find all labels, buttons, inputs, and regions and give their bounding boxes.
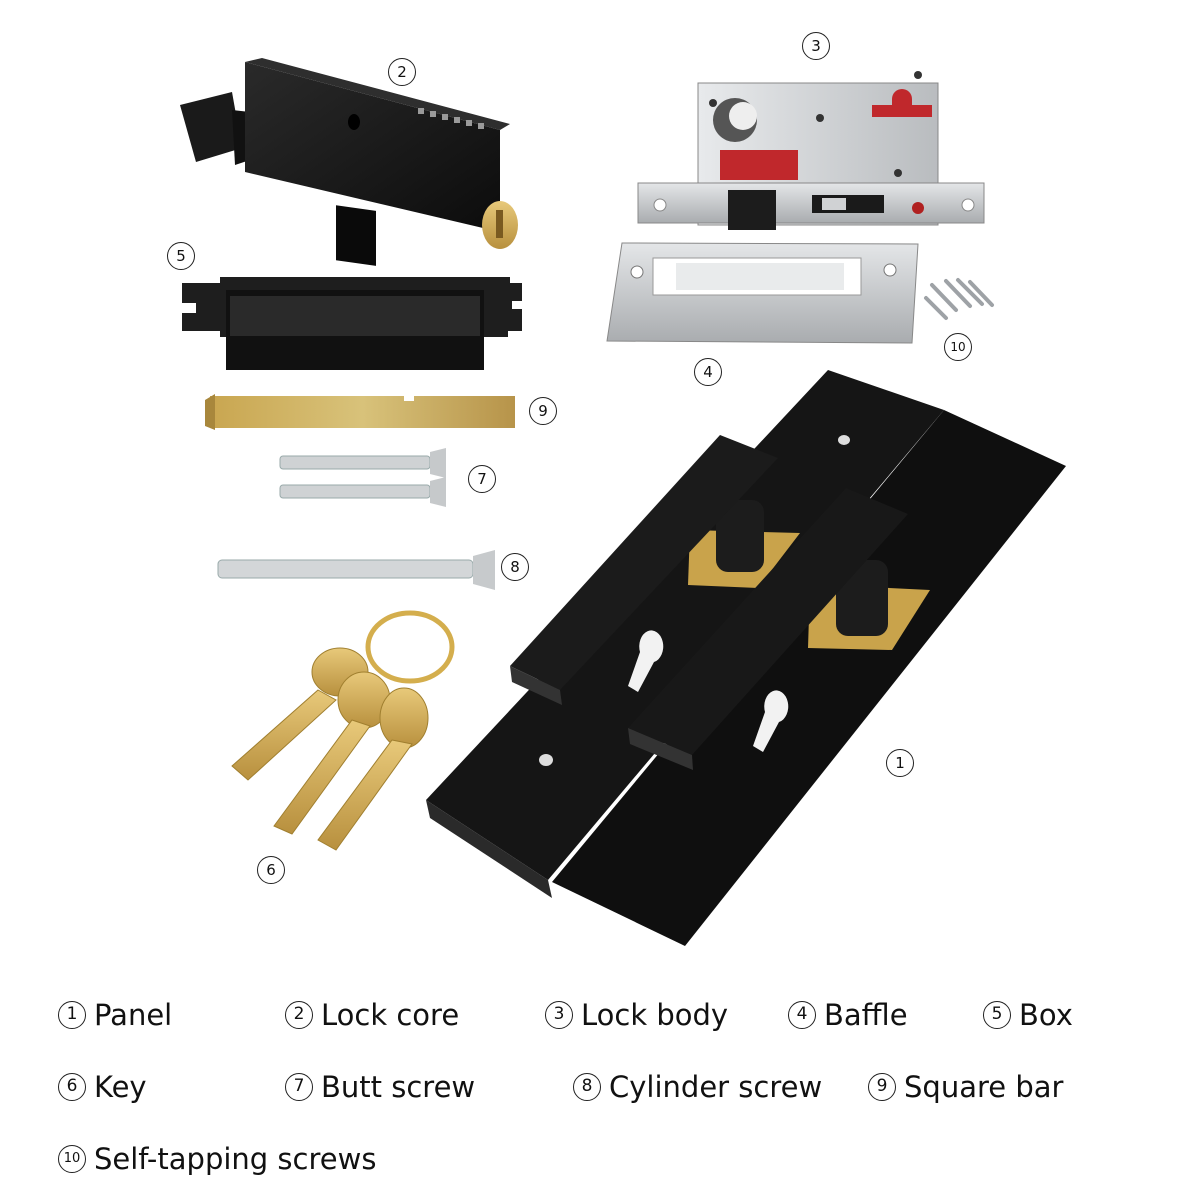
legend-label: Square bar — [904, 1070, 1064, 1104]
legend-item-panel: 1 Panel — [58, 998, 172, 1032]
callout-key: 6 — [257, 856, 285, 884]
legend-item-butt-screw: 7 Butt screw — [285, 1070, 475, 1104]
legend-label: Panel — [94, 998, 173, 1032]
keys — [231, 610, 455, 851]
legend-label: Baffle — [824, 998, 908, 1032]
legend-label: Self-tapping screws — [94, 1142, 377, 1176]
legend-number: 2 — [285, 1001, 313, 1029]
callout-lock-core: 2 — [388, 58, 416, 86]
callout-self-tapping-screws: 10 — [944, 333, 972, 361]
self-tapping-screws — [924, 278, 994, 320]
butt-screws — [279, 448, 446, 507]
legend-item-lock-body: 3 Lock body — [545, 998, 728, 1032]
product-photo: 2 3 5 4 10 9 7 8 1 6 — [167, 32, 1066, 946]
legend-number: 1 — [58, 1001, 86, 1029]
legend-number: 8 — [573, 1073, 601, 1101]
legend-number: 5 — [983, 1001, 1011, 1029]
legend-item-lock-core: 2 Lock core — [285, 998, 459, 1032]
panels — [426, 370, 1066, 946]
legend-number: 7 — [285, 1073, 313, 1101]
lock-body — [637, 71, 985, 230]
legend-label: Butt screw — [321, 1070, 476, 1104]
legend-label: Key — [94, 1070, 147, 1104]
legend-number: 9 — [868, 1073, 896, 1101]
legend-item-cylinder-screw: 8 Cylinder screw — [573, 1070, 822, 1104]
callout-square-bar: 9 — [529, 397, 557, 425]
legend-number: 10 — [58, 1145, 86, 1173]
cylinder-screw — [217, 550, 495, 590]
square-bar — [205, 394, 515, 430]
legend-label: Lock body — [581, 998, 729, 1032]
legend-label: Box — [1019, 998, 1073, 1032]
legend-number: 6 — [58, 1073, 86, 1101]
box — [182, 277, 522, 370]
legend-number: 4 — [788, 1001, 816, 1029]
legend-item-square-bar: 9 Square bar — [868, 1070, 1063, 1104]
callout-cylinder-screw: 8 — [501, 553, 529, 581]
baffle — [606, 242, 919, 344]
legend-label: Cylinder screw — [609, 1070, 823, 1104]
legend-item-key: 6 Key — [58, 1070, 147, 1104]
legend-item-self-tapping-screws: 10 Self-tapping screws — [58, 1142, 376, 1176]
callout-baffle: 4 — [694, 358, 722, 386]
legend-item-box: 5 Box — [983, 998, 1073, 1032]
callout-butt-screw: 7 — [468, 465, 496, 493]
parts-illustration — [180, 58, 1066, 946]
lock-core — [180, 58, 518, 266]
legend-number: 3 — [545, 1001, 573, 1029]
legend-item-baffle: 4 Baffle — [788, 998, 908, 1032]
callout-box: 5 — [167, 242, 195, 270]
callout-panel: 1 — [886, 749, 914, 777]
callout-lock-body: 3 — [802, 32, 830, 60]
parts-legend: 1 Panel 2 Lock core 3 Lock body 4 Baffle… — [0, 990, 1200, 1190]
legend-label: Lock core — [321, 998, 460, 1032]
